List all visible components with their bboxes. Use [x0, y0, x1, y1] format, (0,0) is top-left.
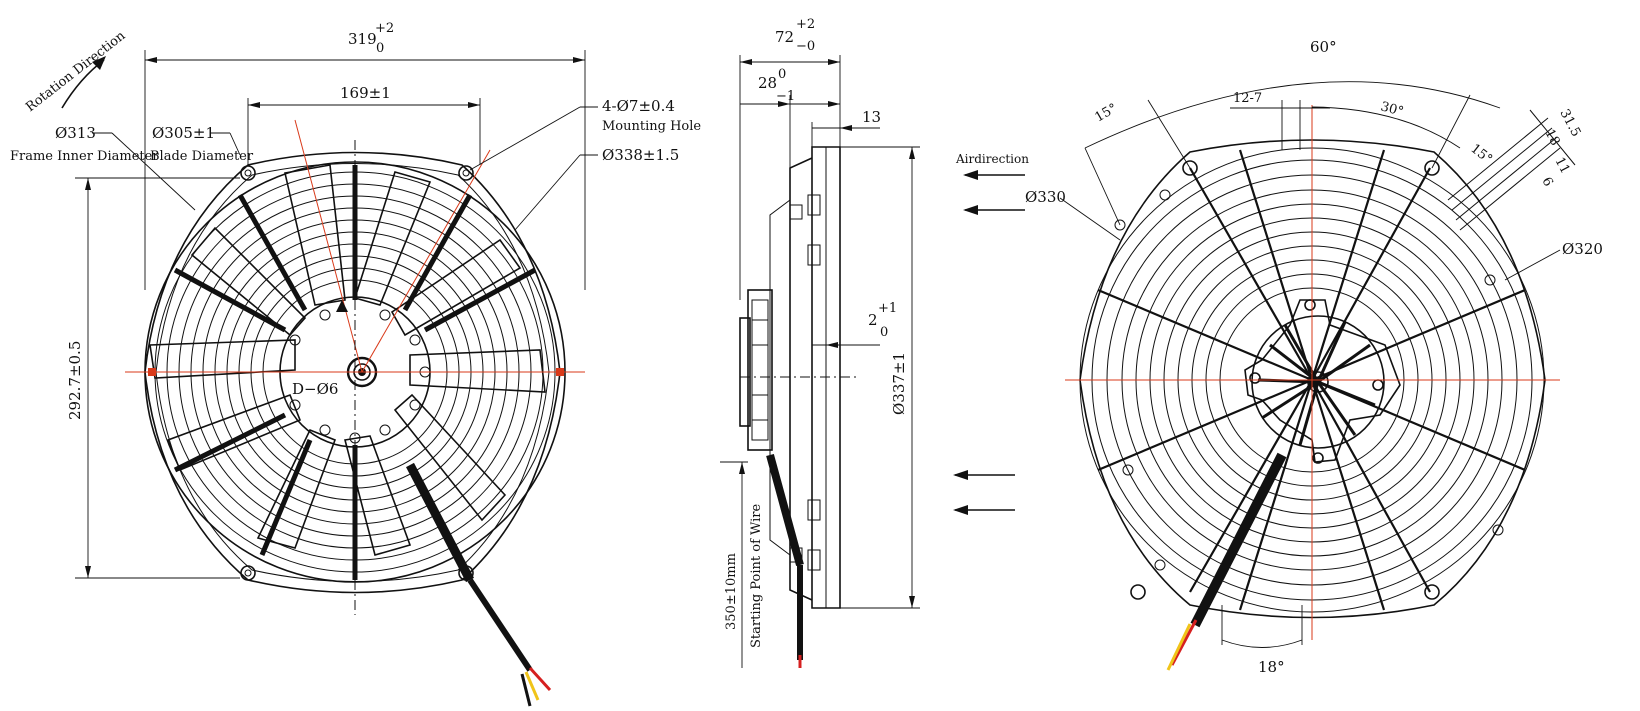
connector-dim-4: 6 — [1538, 175, 1555, 189]
overall-width-base: 319 — [348, 30, 377, 48]
front-centerline-diag-2 — [361, 149, 491, 373]
shaft-label: D−Ø6 — [292, 380, 338, 398]
angle-arc-top — [1084, 81, 1501, 149]
rear-view: 31.5 18 11 6 60° 15° 30° 15° 12-7 18° Ø3… — [1025, 38, 1603, 676]
front-wire — [406, 462, 552, 707]
dim-spoke: 12-7 — [1230, 91, 1330, 150]
angle-bottom-label: 18° — [1258, 658, 1285, 676]
side-wire — [766, 453, 804, 567]
air-direction-arrows: Airdirection — [953, 152, 1029, 515]
connector-dim-2: 18 — [1541, 127, 1562, 149]
blade-label: Ø305±1 — [152, 124, 215, 142]
angle-right-label: 15° — [1468, 141, 1495, 167]
front-leaders — [92, 106, 598, 231]
angle-left-label: 15° — [1093, 101, 1120, 126]
side-motor — [747, 289, 773, 451]
spoke-dim-label: 12-7 — [1233, 91, 1262, 106]
angle-arc-mid — [1311, 106, 1461, 149]
depth-upper: +2 — [796, 17, 815, 32]
gap-lower: 0 — [880, 325, 888, 340]
front-struts — [173, 165, 537, 580]
dim-overall-width: 319 +2 0 — [144, 21, 586, 290]
rotation-direction-label: Rotation Direction — [23, 28, 129, 115]
rear-wire — [1190, 452, 1287, 628]
air-direction-label: Airdirection — [955, 152, 1029, 166]
height-label: 292.7±0.5 — [66, 341, 84, 420]
dim-hub-span: 169±1 — [247, 84, 481, 165]
frame-inner-label: Ø313 — [55, 124, 96, 142]
front-centerline-diag-1 — [294, 119, 363, 373]
dim-flange: 13 — [811, 108, 881, 147]
dim-overall-depth: 72 +2 −0 — [739, 17, 841, 300]
gap-upper: +1 — [878, 301, 897, 316]
depth-lower: −0 — [796, 39, 815, 54]
depth-base: 72 — [775, 28, 794, 46]
connector-dim-3: 11 — [1551, 155, 1572, 177]
hub-rotation-arrowhead — [336, 300, 348, 312]
dim-motor-depth: 28 0 −1 — [740, 67, 840, 168]
rear-motor-fins — [1257, 321, 1376, 446]
gap-base: 2 — [868, 311, 878, 329]
overall-width-upper: +2 — [375, 21, 394, 36]
front-blades — [149, 164, 546, 556]
rear-spokes — [1097, 149, 1526, 611]
dim-wire: 350±10mm Starting Point of Wire — [720, 461, 764, 668]
connector-dim-1: 31.5 — [1556, 107, 1583, 140]
rear-mounting-holes — [1114, 160, 1504, 600]
frame-inner-caption: Frame Inner Diameter — [10, 149, 159, 164]
side-view: 72 +2 −0 28 0 −1 13 2 +1 0 — [720, 17, 1029, 668]
motor-depth-upper: 0 — [778, 67, 786, 82]
front-centerline-mark-left — [148, 368, 156, 376]
front-view: Rotation Direction 319 +2 0 169±1 — [10, 21, 701, 707]
angle-top-label: 60° — [1310, 38, 1337, 56]
hub-span-label: 169±1 — [340, 84, 391, 102]
mounting-hole-label: 4-Ø7±0.4 — [602, 97, 675, 115]
angle-mid-label: 30° — [1379, 99, 1405, 119]
mounting-hole-caption: Mounting Hole — [602, 119, 701, 134]
rotation-arrowhead — [92, 56, 106, 70]
motor-depth-lower: −1 — [776, 89, 795, 104]
dim-height: 292.7±0.5 — [66, 177, 240, 579]
rear-connector — [1447, 109, 1576, 231]
dim-side-diameter: Ø337±1 — [840, 146, 920, 609]
wire-caption: Starting Point of Wire — [749, 503, 764, 648]
side-motor-cap — [739, 317, 751, 427]
motor-depth-base: 28 — [758, 74, 777, 92]
outer-diameter-label: Ø338±1.5 — [602, 146, 679, 164]
dim-gap: 2 +1 0 — [812, 301, 897, 348]
side-clips — [789, 194, 821, 571]
flange-label: 13 — [862, 108, 881, 126]
angle-arc-bottom — [1221, 639, 1303, 648]
rear-outer-label: Ø330 — [1025, 188, 1066, 206]
side-diameter-label: Ø337±1 — [890, 352, 908, 415]
blade-caption: Blade Diameter — [150, 149, 254, 164]
overall-width-lower: 0 — [376, 41, 384, 56]
front-centerline-mark-right — [556, 368, 564, 376]
wire-length-label: 350±10mm — [724, 553, 739, 630]
rear-inner-label: Ø320 — [1562, 240, 1603, 258]
